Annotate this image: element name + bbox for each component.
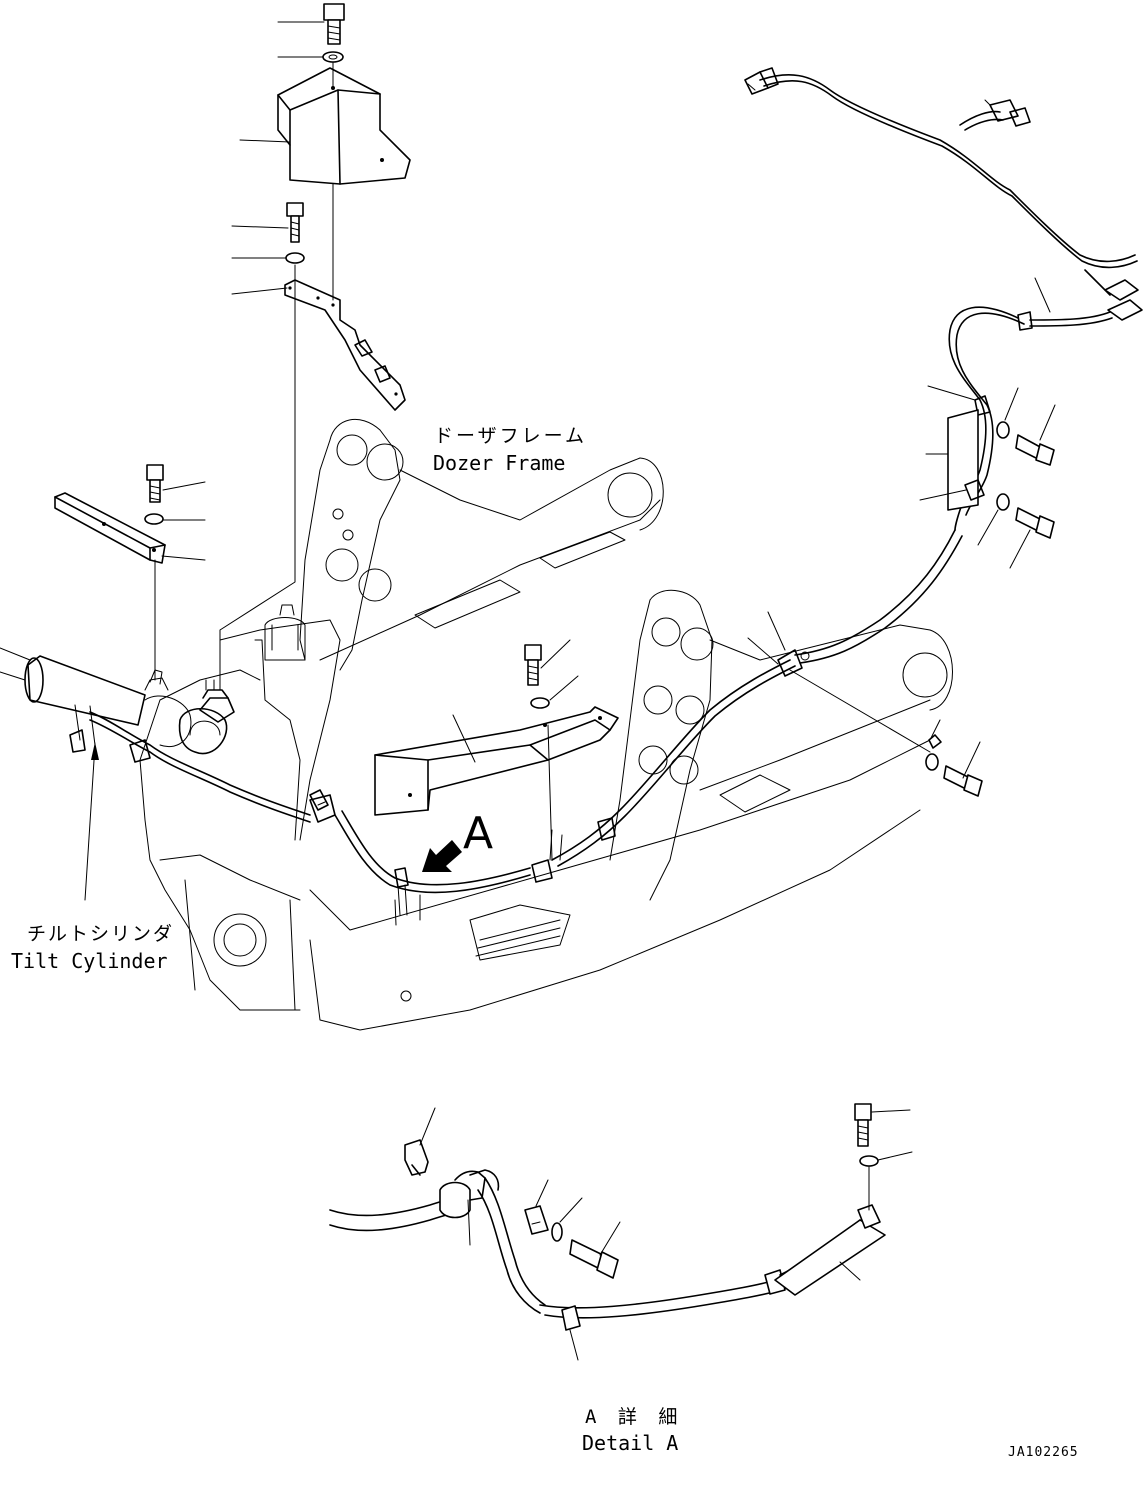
dozer-frame-label-en: Dozer Frame [433, 451, 566, 475]
tilt-cylinder-label-jp: チルトシリンダ [27, 923, 175, 945]
guide-lines [84, 21, 1056, 901]
detail-label-jp: A 詳 細 [585, 1406, 683, 1428]
upper-harness [744, 67, 1143, 797]
dozer-frame [0, 419, 963, 1031]
center-bracket [374, 644, 619, 816]
cover-assembly [277, 3, 411, 411]
dozer-frame-label-jp: ドーザフレーム [434, 425, 588, 447]
clamp-group [129, 679, 329, 811]
detail-label-en: Detail A [582, 1431, 679, 1455]
tilt-cylinder-label-en: Tilt Cylinder [11, 949, 168, 973]
view-arrow-label: A [463, 808, 494, 859]
view-arrow [422, 840, 462, 872]
drawing-code: JA102265 [1008, 1445, 1079, 1460]
detail-a [329, 1103, 913, 1361]
angle-bracket [54, 464, 166, 564]
